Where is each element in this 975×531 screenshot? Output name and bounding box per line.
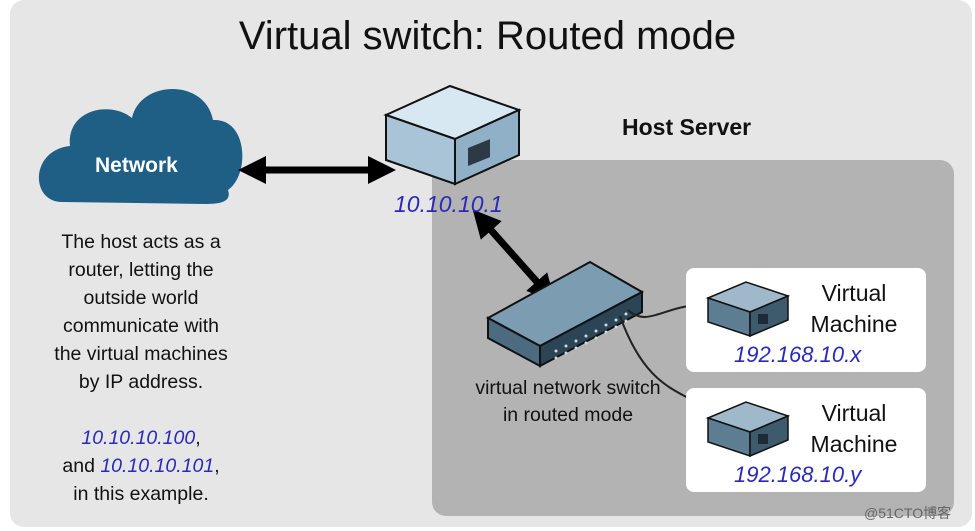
router-switch-link [472, 209, 556, 303]
diagram-title: Virtual switch: Routed mode [238, 14, 737, 58]
watermark: @51CTO博客 [864, 505, 952, 521]
vm-label-line: Virtual [821, 280, 887, 306]
cloud-icon [38, 89, 243, 204]
vm-ip: 192.168.10.y [734, 462, 862, 487]
description-line: The host acts as a [61, 231, 221, 253]
vm-ip: 192.168.10.x [734, 342, 862, 367]
description-line: communicate with [62, 315, 220, 337]
description-line: the virtual machines [54, 343, 228, 365]
switch-label-line: in routed mode [502, 404, 634, 426]
switch-label: virtual network switch in routed mode [452, 375, 684, 429]
example-line-2: and 10.10.10.101, [22, 452, 260, 480]
switch-label-line: virtual network switch [475, 377, 661, 399]
example-line-3: in this example. [73, 483, 209, 505]
vm-box-2: Virtual Machine 192.168.10.y [686, 388, 926, 492]
vm-box-1: Virtual Machine 192.168.10.x [686, 268, 926, 372]
network-switch-icon [485, 260, 645, 368]
vm-label: Virtual Machine [794, 278, 914, 340]
description-line: router, letting the [68, 259, 214, 281]
example-ip-b: 10.10.10.101 [100, 455, 215, 477]
example-and: and [62, 455, 101, 477]
description-line: outside world [83, 287, 199, 309]
example-punct: , [214, 455, 220, 477]
description-line: by IP address. [78, 371, 204, 393]
example-ip-a: 10.10.10.100 [81, 427, 196, 449]
network-label: Network [95, 154, 178, 177]
example-punct: , [195, 427, 201, 449]
description-text: The host acts as a router, letting the o… [22, 228, 260, 508]
vm-label-line: Machine [810, 311, 898, 337]
vm-label-line: Machine [810, 431, 898, 457]
vm-label-line: Virtual [821, 400, 887, 426]
server-icon [705, 401, 791, 458]
server-icon [705, 281, 791, 338]
host-server-label: Host Server [622, 114, 752, 140]
router-icon [383, 84, 522, 186]
example-line-1: 10.10.10.100, [22, 424, 260, 452]
vm-label: Virtual Machine [794, 398, 914, 460]
router-ip: 10.10.10.1 [394, 191, 503, 217]
